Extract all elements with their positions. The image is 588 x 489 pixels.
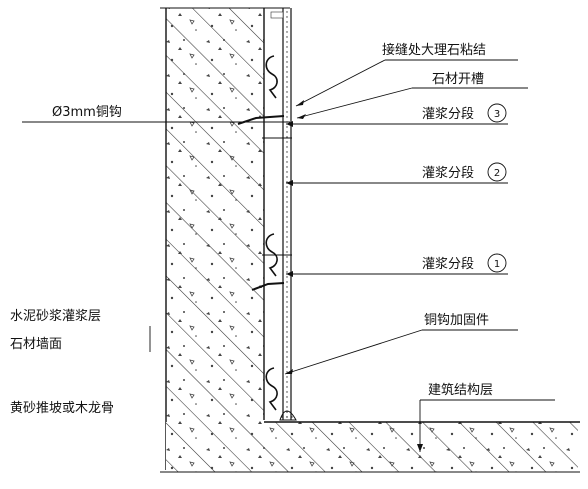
floor-slab <box>160 421 580 473</box>
stone-cladding <box>262 8 297 421</box>
stage-number-3: 3 <box>494 109 500 120</box>
stage-number-2: 2 <box>494 168 500 179</box>
label-marble-joint-bond: 接缝处大理石粘结 <box>382 42 486 58</box>
label-stone-wall-face: 石材墙面 <box>10 337 62 352</box>
label-sand-slope-or-wood-keel: 黄砂推坡或木龙骨 <box>10 401 114 416</box>
label-stone-slot: 石材开槽 <box>432 72 484 87</box>
label-cement-mortar-layer: 水泥砂浆灌浆层 <box>10 309 101 324</box>
label-grout-stage-1: 灌浆分段 <box>422 257 474 272</box>
label-building-structure-layer: 建筑结构层 <box>428 382 493 398</box>
stage-number-1: 1 <box>494 259 500 270</box>
stage-circle-1: 1 <box>487 253 507 273</box>
stage-circle-2: 2 <box>487 162 507 182</box>
label-grout-stage-3: 灌浆分段 <box>422 107 474 122</box>
label-copper-hook-reinforcement: 铜钩加固件 <box>424 313 489 328</box>
leader-arrows <box>285 100 423 452</box>
leader-lines <box>22 59 555 452</box>
label-copper-hook: Ø3mm铜钩 <box>52 105 122 120</box>
stage-circle-3: 3 <box>487 103 507 123</box>
label-grout-stage-2: 灌浆分段 <box>422 166 474 181</box>
structural-wall <box>160 7 290 470</box>
